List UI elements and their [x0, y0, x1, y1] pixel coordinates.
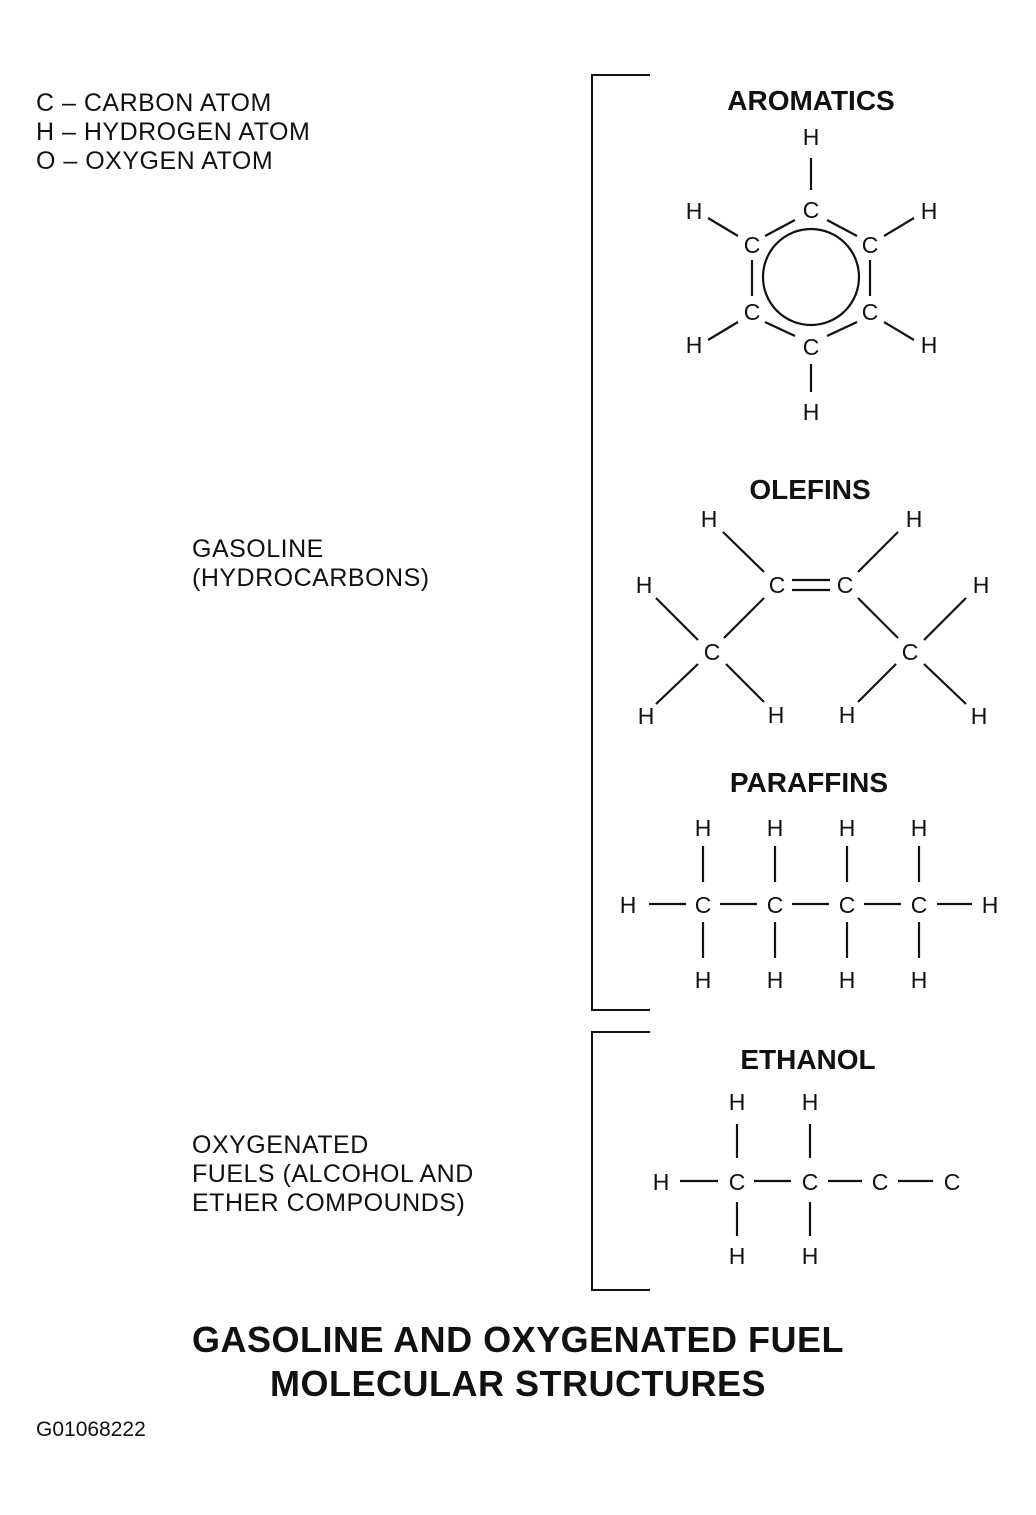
paraffins-structure: C C C C H H H H H H H H H H [620, 815, 999, 993]
carbon-atom: C [704, 639, 721, 665]
hydrogen-atom: H [695, 815, 712, 841]
gasoline-group-label: GASOLINE (HYDROCARBONS) [192, 535, 430, 593]
legend-oxygen: O – OXYGEN ATOM [36, 147, 274, 175]
oxygenated-label-line-3: ETHER COMPOUNDS) [192, 1189, 466, 1217]
carbon-atom: C [944, 1169, 961, 1195]
hydrogen-atom: H [921, 198, 938, 224]
hydrogen-atom: H [911, 815, 928, 841]
ring-bond [764, 219, 796, 237]
c-h-bond [707, 321, 739, 341]
carbon-atom: C [902, 639, 919, 665]
atom-legend: C – CARBON ATOM H – HYDROGEN ATOM O – OX… [36, 89, 310, 176]
hydrogen-atom: H [839, 815, 856, 841]
hydrogen-atom: H [653, 1169, 670, 1195]
oxygenated-group-label: OXYGENATED FUELS (ALCOHOL AND ETHER COMP… [192, 1131, 474, 1218]
hydrogen-atom: H [701, 506, 718, 532]
ring-bond [826, 321, 858, 337]
hydrogen-atom: H [695, 967, 712, 993]
carbon-atom: C [729, 1169, 746, 1195]
hydrogen-atom: H [729, 1089, 746, 1115]
hydrogen-atom: H [911, 967, 928, 993]
carbon-atom: C [802, 1169, 819, 1195]
hydrogen-atom: H [802, 1089, 819, 1115]
c-h-bond [883, 217, 915, 237]
hydrogen-atom: H [767, 815, 784, 841]
legend-hydrogen: H – HYDROGEN ATOM [36, 118, 311, 146]
carbon-atom: C [695, 892, 712, 918]
oxygenated-label-line-1: OXYGENATED [192, 1131, 369, 1159]
carbon-atom: C [862, 299, 879, 325]
hydrogen-atom: H [768, 702, 785, 728]
hydrogen-atom: H [921, 332, 938, 358]
legend-carbon: C – CARBON ATOM [36, 89, 272, 117]
carbon-atom: C [862, 232, 879, 258]
c-h-bond [725, 663, 765, 703]
hydrogen-atom: H [971, 703, 988, 729]
carbon-atom: C [839, 892, 856, 918]
olefins-structure: C C C C H H H H H H H H [636, 506, 990, 729]
carbon-atom: C [803, 197, 820, 223]
hydrogen-atom: H [973, 572, 990, 598]
c-c-bond [723, 597, 765, 639]
c-h-bond [722, 531, 765, 573]
hydrogen-atom: H [686, 198, 703, 224]
hydrogen-atom: H [803, 124, 820, 150]
c-c-bond [857, 597, 899, 639]
aromatics-heading: AROMATICS [727, 85, 894, 116]
hydrogen-atom: H [729, 1243, 746, 1269]
hydrogen-atom: H [839, 702, 856, 728]
figure-title: GASOLINE AND OXYGENATED FUEL MOLECULAR S… [0, 1318, 1036, 1406]
c-h-bond [857, 531, 899, 573]
figure-id: G01068222 [36, 1418, 146, 1441]
hydrogen-atom: H [803, 399, 820, 425]
figure-title-line-1: GASOLINE AND OXYGENATED FUEL [191, 1319, 845, 1360]
carbon-atom: C [767, 892, 784, 918]
oxygenated-label-line-2: FUELS (ALCOHOL AND [192, 1160, 474, 1188]
ring-bond [764, 321, 796, 337]
hydrogen-atom: H [636, 572, 653, 598]
carbon-atom: C [769, 572, 786, 598]
c-h-bond [707, 217, 739, 237]
hydrogen-atom: H [686, 332, 703, 358]
oxygenated-bracket [591, 1031, 650, 1291]
aromatics-structure: C C C C C C H H H H H H [686, 124, 938, 425]
c-h-bond [883, 321, 915, 341]
hydrogen-atom: H [767, 967, 784, 993]
carbon-atom: C [744, 299, 761, 325]
hydrogen-atom: H [620, 892, 637, 918]
gasoline-label-line-1: GASOLINE [192, 535, 324, 563]
paraffins-heading: PARAFFINS [730, 767, 888, 798]
hydrogen-atom: H [906, 506, 923, 532]
c-h-bond [655, 663, 699, 705]
carbon-atom: C [803, 334, 820, 360]
carbon-atom: C [837, 572, 854, 598]
aromatic-ring [761, 227, 861, 327]
c-h-bond [923, 597, 967, 641]
carbon-atom: C [872, 1169, 889, 1195]
c-h-bond [857, 663, 897, 703]
gasoline-bracket [591, 74, 650, 1011]
ring-bond [826, 219, 858, 237]
carbon-atom: C [744, 232, 761, 258]
ethanol-heading: ETHANOL [740, 1044, 875, 1075]
c-h-bond [923, 663, 967, 705]
figure-title-line-2: MOLECULAR STRUCTURES [270, 1363, 766, 1404]
hydrogen-atom: H [982, 892, 999, 918]
gasoline-label-line-2: (HYDROCARBONS) [192, 564, 430, 592]
carbon-atom: C [911, 892, 928, 918]
hydrogen-atom: H [802, 1243, 819, 1269]
c-h-bond [655, 597, 699, 641]
olefins-heading: OLEFINS [749, 474, 870, 505]
hydrogen-atom: H [638, 703, 655, 729]
hydrogen-atom: H [839, 967, 856, 993]
ethanol-structure: C C C C H H H H H [653, 1089, 961, 1269]
